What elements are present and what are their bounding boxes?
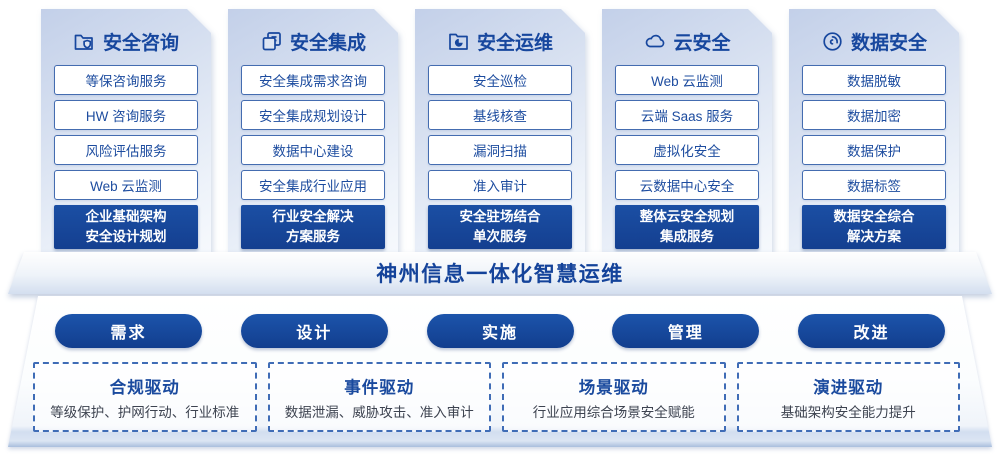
highlight-line: 单次服务 [473, 229, 527, 244]
highlight-line: 整体云安全规划 [639, 209, 735, 225]
card: 安全咨询 等保咨询服务 HW 咨询服务 风险评估服务 Web 云监测 企业基础架… [41, 9, 211, 252]
service-item: 等保咨询服务 [54, 65, 198, 95]
highlight-line: 集成服务 [660, 229, 714, 244]
card-title: 安全集成 [289, 32, 366, 54]
fingerprint-icon [821, 30, 844, 53]
banner-title: 神州信息一体化智慧运维 [376, 263, 624, 286]
driver-compliance: 合规驱动 等级保护、护网行动、行业标准 [33, 362, 257, 432]
card: 数据安全 数据脱敏 数据加密 数据保护 数据标签 数据安全综合 解决方案 [789, 9, 959, 252]
service-item: HW 咨询服务 [54, 100, 198, 130]
driver-title: 合规驱动 [109, 378, 180, 397]
step-pill: 实施 [426, 314, 574, 348]
service-item: 云数据中心安全 [615, 170, 759, 200]
card-items: 数据脱敏 数据加密 数据保护 数据标签 [802, 65, 946, 200]
service-item: 安全集成需求咨询 [241, 65, 385, 95]
step-pill: 设计 [240, 314, 388, 348]
column-security-operations: 安全运维 安全巡检 基线核查 漏洞扫描 准入审计 安全驻场结合 单次服务 [415, 9, 585, 252]
card-items: 安全巡检 基线核查 漏洞扫描 准入审计 [428, 65, 572, 200]
card: 安全集成 安全集成需求咨询 安全集成规划设计 数据中心建设 安全集成行业应用 行… [228, 9, 398, 252]
driver-title: 事件驱动 [344, 378, 415, 397]
service-item: 基线核查 [428, 100, 572, 130]
card-title: 数据安全 [850, 32, 927, 54]
column-cloud-security: 云安全 Web 云监测 云端 Saas 服务 虚拟化安全 云数据中心安全 整体云… [602, 9, 772, 252]
step-pill: 改进 [798, 314, 945, 348]
card-title: 安全咨询 [102, 32, 179, 54]
driver-desc: 行业应用综合场景安全赋能 [532, 404, 695, 420]
stacked-docs-icon [260, 30, 283, 53]
driver-desc: 数据泄漏、威胁攻击、准入审计 [284, 404, 474, 420]
service-item: 虚拟化安全 [615, 135, 759, 165]
column-security-consulting: 安全咨询 等保咨询服务 HW 咨询服务 风险评估服务 Web 云监测 企业基础架… [41, 9, 211, 252]
highlight-box: 数据安全综合 解决方案 [802, 205, 946, 249]
highlight-box: 安全驻场结合 单次服务 [428, 205, 572, 249]
driver-title: 场景驱动 [578, 378, 649, 397]
service-item: 云端 Saas 服务 [615, 100, 759, 130]
banner-shape: 神州信息一体化智慧运维 [8, 252, 992, 294]
service-item: 安全集成规划设计 [241, 100, 385, 130]
highlight-box: 行业安全解决 方案服务 [241, 205, 385, 249]
service-item: Web 云监测 [54, 170, 198, 200]
highlight-line: 方案服务 [286, 229, 340, 244]
card-header: 安全咨询 [54, 9, 198, 54]
highlight-box: 企业基础架构 安全设计规划 [54, 205, 198, 249]
driver-desc: 基础架构安全能力提升 [780, 404, 916, 420]
driver-scenario: 场景驱动 行业应用综合场景安全赋能 [502, 362, 726, 432]
column-data-security: 数据安全 数据脱敏 数据加密 数据保护 数据标签 数据安全综合 解决方案 [789, 9, 959, 252]
highlight-line: 安全设计规划 [85, 229, 167, 244]
card-items: 等保咨询服务 HW 咨询服务 风险评估服务 Web 云监测 [54, 65, 198, 200]
service-item: 漏洞扫描 [428, 135, 572, 165]
column-security-integration: 安全集成 安全集成需求咨询 安全集成规划设计 数据中心建设 安全集成行业应用 行… [228, 9, 398, 252]
service-item: 风险评估服务 [54, 135, 198, 165]
highlight-line: 数据安全综合 [833, 209, 915, 225]
card-header: 云安全 [615, 9, 759, 54]
card-title: 云安全 [673, 32, 731, 54]
driver-evolution: 演进驱动 基础架构安全能力提升 [736, 362, 960, 432]
service-item: 数据标签 [802, 170, 946, 200]
highlight-line: 行业安全解决 [272, 209, 354, 225]
service-item: 数据保护 [802, 135, 946, 165]
card: 安全运维 安全巡检 基线核查 漏洞扫描 准入审计 安全驻场结合 单次服务 [415, 9, 585, 252]
step-pill: 需求 [55, 314, 202, 348]
service-item: 数据加密 [802, 100, 946, 130]
banner: 神州信息一体化智慧运维 [8, 252, 992, 294]
step-pill: 管理 [612, 314, 760, 348]
drivers: 合规驱动 等级保护、护网行动、行业标准 事件驱动 数据泄漏、威胁攻击、准入审计 … [33, 362, 960, 432]
card-items: 安全集成需求咨询 安全集成规划设计 数据中心建设 安全集成行业应用 [241, 65, 385, 200]
card-header: 安全集成 [241, 9, 385, 54]
service-columns: 安全咨询 等保咨询服务 HW 咨询服务 风险评估服务 Web 云监测 企业基础架… [41, 9, 959, 252]
process-steps: 需求 设计 实施 管理 改进 [55, 314, 945, 348]
highlight-line: 安全驻场结合 [459, 209, 541, 225]
card-header: 安全运维 [428, 9, 572, 54]
highlight-line: 解决方案 [847, 229, 901, 244]
card: 云安全 Web 云监测 云端 Saas 服务 虚拟化安全 云数据中心安全 整体云… [602, 9, 772, 252]
driver-desc: 等级保护、护网行动、行业标准 [50, 404, 240, 420]
service-item: 准入审计 [428, 170, 572, 200]
highlight-box: 整体云安全规划 集成服务 [615, 205, 759, 249]
service-item: 数据脱敏 [802, 65, 946, 95]
service-item: Web 云监测 [615, 65, 759, 95]
service-item: 数据中心建设 [241, 135, 385, 165]
highlight-line: 企业基础架构 [85, 209, 167, 225]
service-item: 安全巡检 [428, 65, 572, 95]
card-title: 安全运维 [476, 32, 553, 54]
folder-pie-icon [447, 30, 470, 53]
folder-shield-icon [73, 30, 96, 53]
driver-title: 演进驱动 [813, 378, 884, 397]
driver-incident: 事件驱动 数据泄漏、威胁攻击、准入审计 [267, 362, 491, 432]
cloud-icon [643, 30, 666, 53]
card-items: Web 云监测 云端 Saas 服务 虚拟化安全 云数据中心安全 [615, 65, 759, 200]
card-header: 数据安全 [802, 9, 946, 54]
service-item: 安全集成行业应用 [241, 170, 385, 200]
